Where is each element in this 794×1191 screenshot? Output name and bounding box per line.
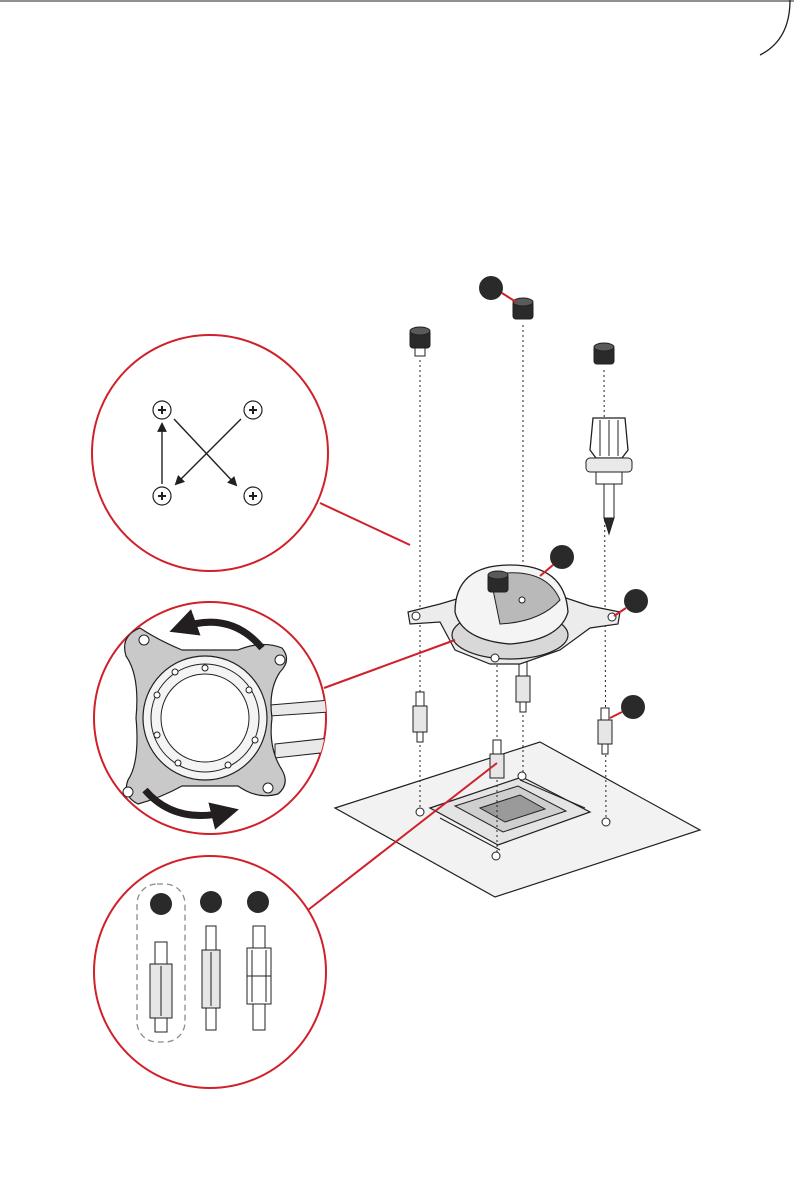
screwdriver-icon bbox=[586, 418, 632, 534]
callout-badge bbox=[621, 695, 645, 719]
callout-badge bbox=[247, 891, 269, 913]
standoff-left bbox=[413, 692, 427, 742]
standoff-front bbox=[490, 740, 504, 778]
callout-badge bbox=[200, 891, 222, 913]
cross-screw-icon bbox=[153, 401, 171, 419]
callout-badge bbox=[150, 893, 172, 915]
socket-hole bbox=[492, 852, 500, 860]
socket-hole bbox=[518, 772, 526, 780]
callout-screw-order bbox=[92, 335, 410, 571]
callout-badge bbox=[550, 545, 574, 569]
cross-screw-icon bbox=[244, 401, 262, 419]
callout-badge bbox=[624, 589, 648, 613]
board-hole bbox=[416, 808, 424, 816]
thumb-screw-center bbox=[488, 571, 508, 592]
pump-block bbox=[408, 565, 620, 664]
standoff-right bbox=[598, 708, 612, 754]
standoff-center-right bbox=[516, 662, 530, 712]
cross-screw-icon bbox=[244, 487, 262, 505]
thumb-screw-left bbox=[410, 327, 430, 356]
thumb-screw-right bbox=[594, 343, 614, 364]
cross-screw-icon bbox=[153, 487, 171, 505]
callout-badge bbox=[479, 276, 503, 300]
board-hole bbox=[602, 818, 610, 826]
